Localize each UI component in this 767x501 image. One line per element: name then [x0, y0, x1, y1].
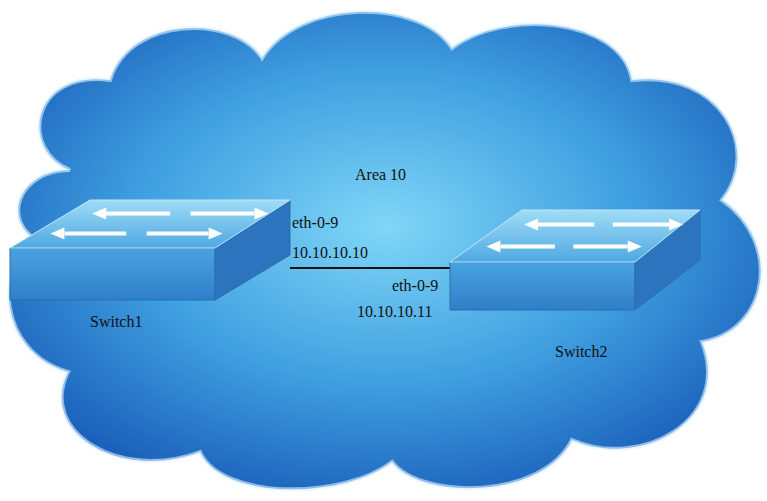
device-name: Switch1: [90, 312, 142, 331]
arrow-head: [255, 207, 269, 219]
arrow-shaft: [500, 244, 554, 248]
switch-front: [450, 262, 635, 310]
arrow-head: [628, 240, 642, 252]
arrow-head: [524, 219, 538, 231]
area-label: Area 10: [355, 165, 406, 184]
arrow-shaft: [573, 244, 627, 248]
switch-node: Switch1: [10, 200, 290, 340]
arrow-head: [209, 228, 223, 240]
arrow-shaft: [147, 232, 209, 236]
interface-name: eth-0-9: [392, 276, 438, 295]
switch-top: [10, 200, 290, 248]
switch-icon: [10, 200, 290, 340]
link-line: [290, 267, 450, 269]
ip-address: 10.10.10.10: [292, 243, 368, 262]
arrow-shaft: [538, 223, 594, 227]
switch-top: [450, 210, 700, 262]
arrow-head: [669, 219, 683, 231]
arrow-shaft: [64, 232, 126, 236]
cloud-outline: [9, 12, 761, 490]
arrow-shaft: [106, 211, 170, 215]
switch-front: [10, 248, 215, 300]
arrow-shaft: [191, 211, 255, 215]
ip-address: 10.10.10.11: [357, 302, 432, 321]
interface-name: eth-0-9: [292, 213, 338, 232]
arrow-shaft: [613, 223, 669, 227]
arrow-head: [486, 240, 500, 252]
arrow-head: [92, 207, 106, 219]
arrow-head: [50, 228, 64, 240]
switch-node: Switch2: [450, 210, 700, 370]
device-name: Switch2: [555, 342, 607, 361]
